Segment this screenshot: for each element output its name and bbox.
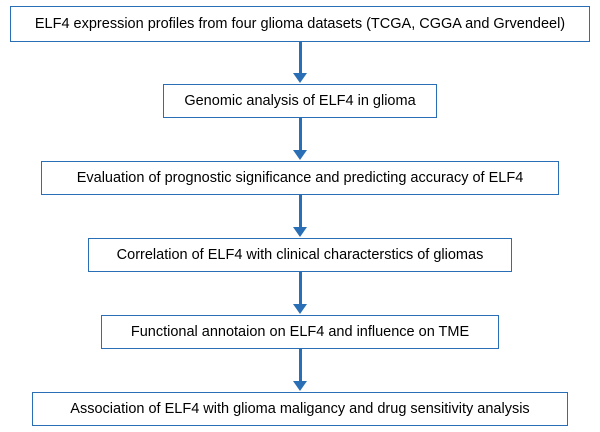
flow-node-3: Evaluation of prognostic significance an… <box>41 161 559 195</box>
flow-node-2: Genomic analysis of ELF4 in glioma <box>163 84 437 118</box>
flow-node-5: Functional annotaion on ELF4 and influen… <box>101 315 499 349</box>
flow-node-5-label: Functional annotaion on ELF4 and influen… <box>130 323 470 340</box>
flow-node-4-label: Correlation of ELF4 with clinical charac… <box>116 246 484 263</box>
flow-node-2-label: Genomic analysis of ELF4 in glioma <box>184 92 416 109</box>
flow-node-4: Correlation of ELF4 with clinical charac… <box>88 238 512 272</box>
connector-arrow-2 <box>298 118 302 151</box>
connector-arrow-5 <box>298 349 302 382</box>
flow-node-3-label: Evaluation of prognostic significance an… <box>76 169 524 186</box>
flow-node-1-label: ELF4 expression profiles from four gliom… <box>34 15 566 32</box>
flow-node-1: ELF4 expression profiles from four gliom… <box>10 6 590 42</box>
flow-node-6-label: Association of ELF4 with glioma maliganc… <box>70 400 530 417</box>
connector-arrow-3 <box>298 195 302 228</box>
connector-arrow-1 <box>298 42 302 74</box>
connector-arrow-4 <box>298 272 302 305</box>
flow-node-6: Association of ELF4 with glioma maliganc… <box>32 392 568 426</box>
